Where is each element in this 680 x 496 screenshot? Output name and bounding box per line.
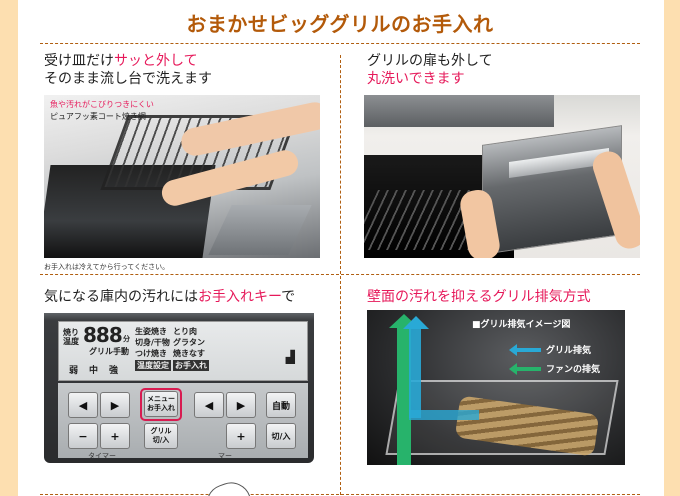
arrow-left-icon	[509, 343, 541, 356]
fan-exhaust-arrow	[397, 325, 411, 465]
drawer-handle	[208, 205, 312, 255]
door-heading-line2: 丸洗いできます	[367, 71, 465, 87]
care-key-heading-suffix: で	[281, 289, 296, 305]
right-prev-button[interactable]: ◀	[194, 392, 224, 418]
cooktop	[364, 95, 554, 127]
left-side-band	[0, 0, 18, 496]
lcd-tag-temp: 温度設定	[135, 360, 171, 371]
timer-label-right: マー	[218, 452, 232, 460]
tray-heading-line1-pink: サッと外して	[114, 53, 198, 69]
photo-callout: ピュアフッ素コート焼き網	[50, 112, 146, 121]
legend-fan-exhaust: ファンの排気	[509, 362, 601, 375]
tray-heading-line1-plain: 受け皿だけ	[44, 53, 114, 69]
lcd-menu-item: とり肉	[173, 327, 197, 336]
top-divider	[40, 43, 640, 44]
exhaust-diagram: ■グリル排気イメージ図 グリル排気 ファンの排気	[367, 310, 625, 465]
left-prev-button[interactable]: ◀	[68, 392, 98, 418]
legend-label: ファンの排気	[546, 365, 601, 375]
tray-photo: 魚や汚れがこびりつきにくい ピュアフッ素コート焼き網	[44, 95, 320, 258]
timer-minus-button[interactable]: −	[68, 423, 98, 449]
menu-button-line1: メニュー	[147, 395, 175, 403]
grill-exhaust-arrowhead	[403, 316, 429, 329]
page-title: おまかせビッググリルのお手入れ	[186, 12, 494, 36]
right-next-button[interactable]: ▶	[226, 392, 256, 418]
legend-label: グリル排気	[546, 346, 592, 356]
lcd-menu-item: 生姿焼き	[135, 327, 167, 336]
exhaust-heading: 壁面の汚れを抑えるグリル排気方式	[367, 289, 591, 305]
right-timer-plus-button[interactable]: +	[226, 423, 256, 449]
button-face: ◀ ▶ メニュー お手入れ ◀ ▶ 自動 − + グリル 切/入 + 切/入 タ…	[58, 383, 308, 496]
lcd-grill-manual: グリル手動	[89, 347, 129, 356]
menu-highlight	[140, 388, 182, 421]
lcd-menu-item: グラタン	[173, 338, 205, 347]
grill-power-button[interactable]: グリル 切/入	[144, 423, 178, 449]
care-key-heading-pink: お手入れキー	[198, 289, 282, 305]
lcd-unit: 分	[123, 335, 130, 343]
menu-care-button[interactable]: メニュー お手入れ	[144, 391, 178, 417]
signal-icon: ▟	[285, 350, 295, 364]
photo-callout-pink: 魚や汚れがこびりつきにくい	[50, 100, 154, 109]
grill-exhaust-arrow	[409, 328, 421, 418]
tray-heading: 受け皿だけサッと外して そのまま流し台で洗えます	[44, 52, 212, 88]
timer-plus-button[interactable]: +	[100, 423, 130, 449]
door-heading: グリルの扉も外して 丸洗いできます	[367, 52, 493, 88]
lcd-digits: 888	[83, 323, 123, 347]
care-note: お手入れは冷えてから行ってください。	[44, 263, 170, 271]
arrow-left-icon	[509, 362, 541, 375]
lcd-temp-label: 焼り 温度	[63, 328, 79, 346]
lcd-display: 焼り 温度 888 分 グリル手動 弱 中 強 生姿焼き 切身/干物 つけ焼き …	[58, 321, 308, 381]
lcd-level-mid: 中	[89, 366, 99, 376]
care-key-heading: 気になる庫内の汚れにはお手入れキーで	[44, 288, 295, 306]
right-side-band	[664, 0, 680, 496]
lcd-menu-item: 焼きなす	[173, 349, 205, 358]
lcd-level-high: 強	[109, 366, 119, 376]
tray-heading-line2: そのまま流し台で洗えます	[44, 71, 212, 87]
lcd-menu-item: つけ焼き	[135, 349, 167, 358]
lcd-level-low: 弱	[69, 366, 79, 376]
left-next-button[interactable]: ▶	[100, 392, 130, 418]
menu-button-line2: お手入れ	[147, 404, 175, 412]
care-key-heading-plain: 気になる庫内の汚れには	[44, 289, 198, 305]
door-photo	[364, 95, 640, 258]
timer-label: タイマー	[88, 452, 116, 460]
legend-grill-exhaust: グリル排気	[509, 343, 592, 356]
center-divider	[340, 55, 341, 495]
lcd-menu-item: 切身/干物	[135, 338, 170, 347]
lcd-tag-care: お手入れ	[173, 360, 209, 371]
diagram-title: ■グリル排気イメージ図	[472, 320, 571, 330]
door-heading-line1: グリルの扉も外して	[367, 53, 493, 69]
control-panel: 焼り 温度 888 分 グリル手動 弱 中 強 生姿焼き 切身/干物 つけ焼き …	[44, 313, 314, 496]
grill-exhaust-arrow-horizontal	[409, 410, 479, 420]
grill-button-line2: 切/入	[152, 436, 170, 444]
burner-power-button[interactable]: 切/入	[266, 423, 296, 449]
grill-button-line1: グリル	[150, 427, 172, 435]
auto-button[interactable]: 自動	[266, 392, 296, 418]
